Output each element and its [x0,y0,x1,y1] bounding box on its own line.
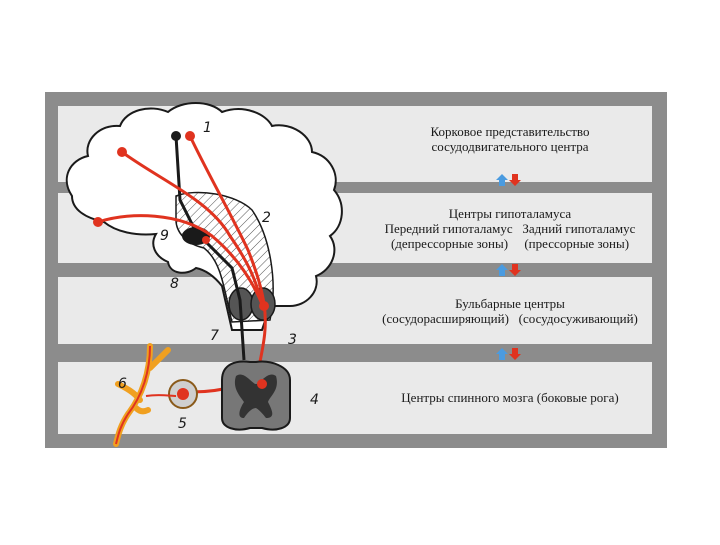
postganglionic-fiber [146,395,176,396]
callout-9: 9 [160,228,169,244]
spinal-label: Центры спинного мозга (боковые рога) [340,390,680,405]
ganglion-neuron [177,388,189,400]
callout-5: 5 [178,416,187,432]
hypothalamus-point-red [202,236,210,244]
hypothalamus-label: Центры гипоталамуса Передний гипоталамус… [340,206,680,251]
callout-7: 7 [210,328,219,344]
cortex-label-line-2: сосудодвигательного центра [390,139,630,154]
spinal-title: Центры спинного мозга (боковые рога) [340,390,680,405]
cortex-point-red-1 [117,147,127,157]
cortex-point-red-3 [93,217,103,227]
hypothalamus-title: Центры гипоталамуса [340,206,680,221]
hypothalamus-zone-types: (депрессорные зоны) (прессорные зоны) [340,236,680,251]
callout-6: 6 [118,376,127,392]
cortex-point-black [171,131,181,141]
cortex-label: Корковое представительство сосудодвигате… [390,124,630,154]
hypothalamus-zones: Передний гипоталамус Задний гипоталамус [340,221,680,236]
callout-1: 1 [203,120,212,136]
callout-8: 8 [170,276,179,292]
medulla-point-red [259,301,269,311]
callout-2: 2 [262,210,271,226]
bulbar-title: Бульбарные центры [340,296,680,311]
cortex-point-red-2 [185,131,195,141]
cortex-label-line-1: Корковое представительство [390,124,630,139]
spinal-point-red [257,379,267,389]
bulbar-label: Бульбарные центры (сосудорасширяющий) (с… [340,296,680,326]
callout-3: 3 [288,332,297,348]
bulbar-centers: (сосудорасширяющий) (сосудосуживающий) [340,311,680,326]
callout-4: 4 [310,392,319,408]
